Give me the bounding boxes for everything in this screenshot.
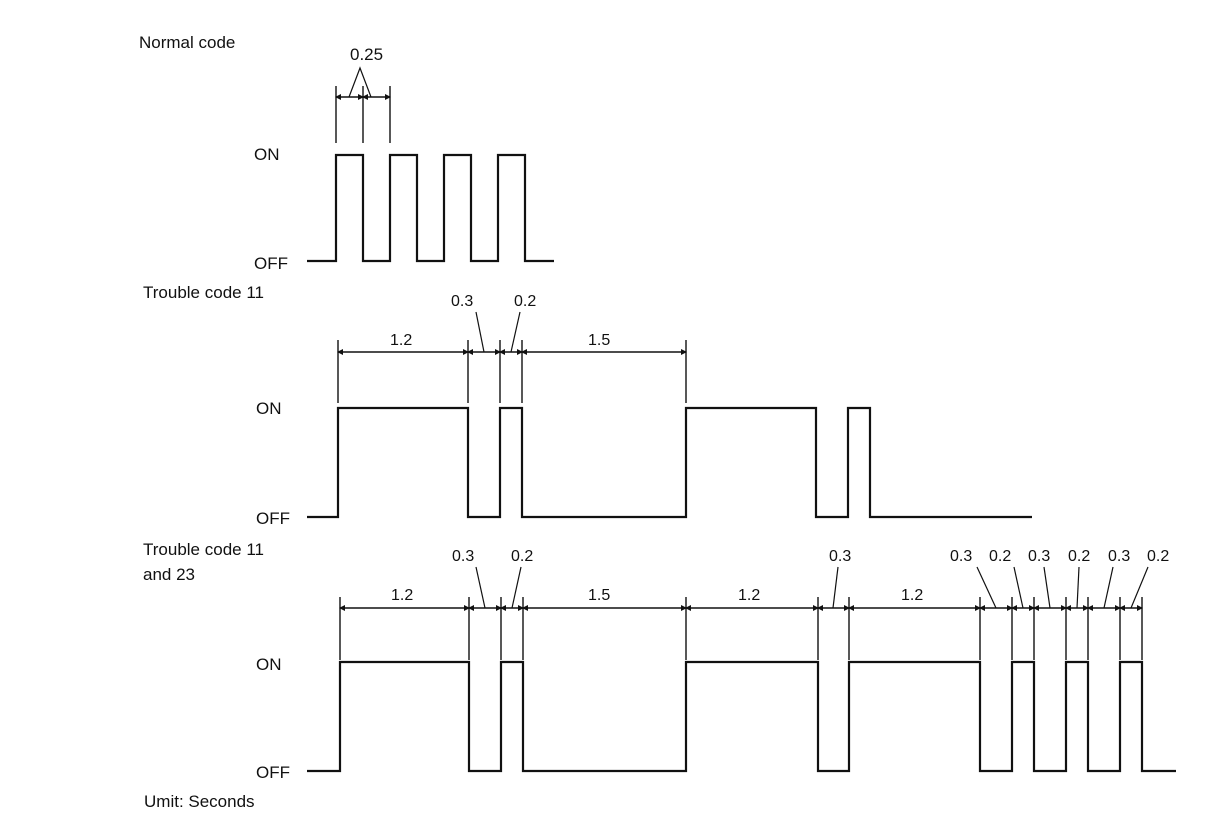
t1123-dim-label: 0.3 xyxy=(829,548,851,565)
t1123-dim-label: 0.2 xyxy=(1147,548,1169,565)
t11-on-label: ON xyxy=(256,399,282,418)
t1123-dim-leaders xyxy=(475,566,1149,609)
unit-note: Umit: Seconds xyxy=(144,792,255,811)
t11-dim-label: 0.3 xyxy=(451,293,473,310)
t1123-caption-line2: and 23 xyxy=(143,565,195,584)
t1123-dim-label: 0.3 xyxy=(452,548,474,565)
normal-on-label: ON xyxy=(254,145,280,164)
t1123-dim-label: 0.3 xyxy=(1108,548,1130,565)
t1123-dim-label: 1.5 xyxy=(588,587,610,604)
trouble-code-11-diagram: Trouble code 11 ON OFF 1.2 0.3 0.2 1.5 xyxy=(143,283,1032,528)
t1123-off-label: OFF xyxy=(256,763,290,782)
t11-dim-label: 1.5 xyxy=(588,332,610,349)
t11-caption: Trouble code 11 xyxy=(143,283,264,302)
normal-code-diagram: Normal code ON OFF 0.25 xyxy=(139,33,554,273)
t1123-dim-label: 1.2 xyxy=(738,587,760,604)
t1123-dim-label: 0.3 xyxy=(950,548,972,565)
t1123-on-label: ON xyxy=(256,655,282,674)
normal-dim-leader xyxy=(348,66,372,98)
normal-code-waveform xyxy=(307,153,554,263)
normal-off-label: OFF xyxy=(254,254,288,273)
normal-code-caption: Normal code xyxy=(139,33,235,52)
t11-waveform xyxy=(307,406,1032,519)
t1123-dim-label: 0.2 xyxy=(511,548,533,565)
t1123-caption-line1: Trouble code 11 xyxy=(143,540,264,559)
t11-dim-leader xyxy=(475,311,485,353)
t1123-dim-label: 1.2 xyxy=(901,587,923,604)
t1123-dim-extension-lines xyxy=(339,597,1143,660)
trouble-code-11-23-diagram: Trouble code 11 and 23 ON OFF xyxy=(143,540,1176,782)
t1123-waveform xyxy=(307,660,1176,773)
t11-dim-label: 1.2 xyxy=(390,332,412,349)
t1123-dim-label: 0.3 xyxy=(1028,548,1050,565)
t1123-dim-label: 1.2 xyxy=(391,587,413,604)
t11-dim-label: 0.2 xyxy=(514,293,536,310)
t11-off-label: OFF xyxy=(256,509,290,528)
normal-dim-label: 0.25 xyxy=(350,45,383,64)
t11-dim-leader xyxy=(510,311,521,353)
t1123-dim-label: 0.2 xyxy=(989,548,1011,565)
t1123-dim-label: 0.2 xyxy=(1068,548,1090,565)
